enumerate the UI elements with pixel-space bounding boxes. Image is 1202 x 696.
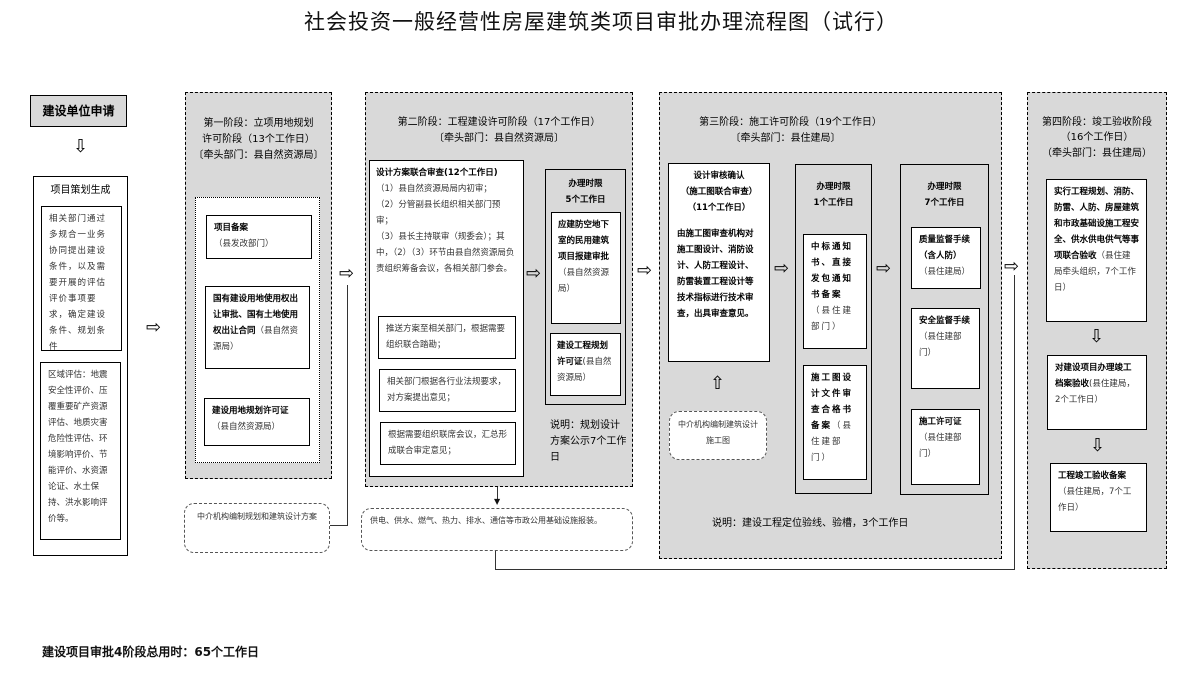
item-title: 施工许可证: [919, 417, 962, 427]
connector-line: [495, 551, 496, 570]
phase-3-item: 施工许可证 （县住建部门）: [911, 409, 980, 485]
review-line: （2）分管副县长组织相关部门预审；: [376, 200, 501, 226]
phase-1-item: 国有建设用地使用权出让审批、国有土地使用权出让合同（县自然资源局）: [205, 286, 310, 369]
right-arrow-icon: ⇨: [637, 260, 653, 281]
right-arrow-icon: ⇨: [339, 263, 355, 284]
right-arrow-icon: ⇨: [876, 258, 892, 279]
item-dept: （县住建局牵头组织，7个工作日）: [1054, 251, 1136, 293]
phase-1-duration: 许可阶段（13个工作日）: [202, 134, 315, 145]
review-days: （11个工作日）: [687, 203, 751, 213]
phase-4-item: 工程竣工验收备案 （县住建局，7个工作日）: [1050, 463, 1147, 532]
connector-line: [495, 569, 1015, 570]
review-step: 相关部门根据各行业法规要求，对方案提出意见；: [379, 369, 516, 412]
right-arrow-icon: ⇨: [774, 258, 790, 279]
phase-3-item: 施工图设计文件审查合格书备案（县住建部门）: [803, 365, 867, 480]
item-dept: (县自然资源局）: [557, 357, 612, 383]
item-title: 质量监督手续（含人防）: [919, 235, 971, 261]
phase-2-dept: 〔牵头部门：县自然资源局〕: [434, 133, 564, 144]
up-arrow-icon: ⇧: [710, 373, 726, 394]
time-limit-title: 办理时限: [927, 182, 962, 192]
phase-4-dept: （牵头部门：县住建局）: [1042, 148, 1152, 159]
phase-3-item: 质量监督手续（含人防） （县住建局）: [911, 227, 981, 289]
item-title: 建设工程规划许可证: [557, 341, 609, 367]
time-limit-days: 5个工作日: [565, 195, 606, 205]
item-dept: （县住建部门）: [919, 433, 962, 459]
down-arrow-icon: ⇩: [1090, 435, 1106, 456]
phase-4-item: 对建设项目办理竣工档案验收(县住建局，2个工作日）: [1047, 355, 1147, 430]
item-title: 建设用地规划许可证: [212, 406, 289, 416]
item-title: 安全监督手续: [919, 316, 971, 326]
item-dept: （县自然资源局）: [212, 422, 281, 432]
down-arrow-icon: ⇩: [73, 136, 89, 157]
review-title: 设计方案联合审查(12个工作日): [376, 168, 498, 178]
planning-conditions: 相关部门通过多规合一业务协同提出建设条件，以及需要开展的评估评价事项要求，确定建…: [41, 206, 122, 352]
item-title: 实行工程规划、消防、防雷、人防、房屋建筑和市政基础设施工程安全、供水供电供气等事…: [1054, 187, 1140, 261]
utilities-application: 供电、供水、燃气、热力、排水、通信等市政公用基础设施报装。: [361, 508, 633, 551]
item-title: 对建设项目办理竣工档案验收: [1055, 363, 1132, 389]
connector-line: [1014, 275, 1015, 570]
item-dept: （县住建部门）: [919, 332, 962, 358]
item-title: 项目备案: [214, 223, 249, 233]
item-title: 工程竣工验收备案: [1058, 471, 1127, 481]
item-title: 国有建设用地使用权出让审批、国有土地使用权出让合同: [213, 294, 299, 336]
item-dept: （县自然资源局）: [558, 268, 610, 294]
time-limit-days: 7个工作日: [924, 198, 965, 208]
right-arrow-icon: ⇨: [526, 263, 542, 284]
phase-2-item: 应建防空地下室的民用建筑项目报建审批 （县自然资源局）: [551, 212, 621, 324]
page-title: 社会投资一般经营性房屋建筑类项目审批办理流程图（试行）: [304, 10, 898, 34]
review-step: 根据需要组织联席会议，汇总形成联合审定意见；: [380, 422, 516, 465]
item-dept: （县自然资源局）: [213, 326, 299, 352]
item-title: 中标通知书、直接发包通知书备案: [811, 242, 854, 300]
phase-1-item: 建设用地规划许可证 （县自然资源局）: [204, 398, 310, 446]
review-title: 设计审核确认: [693, 171, 745, 181]
phase-4-duration: （16个工作日）: [1060, 132, 1134, 143]
agency-construction-drawings: 中介机构编制建筑设计施工图: [669, 411, 767, 460]
time-limit-title: 办理时限: [568, 179, 603, 189]
phase-4-item: 实行工程规划、消防、防雷、人防、房屋建筑和市政基础设施工程安全、供水供电供气等事…: [1046, 179, 1147, 322]
agency-planning-design: 中介机构编制规划和建筑设计方案: [184, 503, 330, 553]
phase-1-dept: 〔牵头部门：县自然资源局〕: [193, 150, 324, 161]
review-line: （3）县长主持联审（规委会）；其中，（2）（3）环节由县自然资源局负责组织筹备会…: [376, 232, 515, 274]
phase-3-item: 中标通知书、直接发包通知书备案 （县住建部门）: [803, 234, 867, 349]
review-line: （1）县自然资源局局内初审；: [376, 184, 492, 194]
phase-3-title: 第三阶段：施工许可阶段（19个工作日）: [699, 117, 882, 128]
item-dept: （县住建部门）: [811, 306, 854, 332]
review-body: 由施工图审查机构对施工图设计、消防设计、人防工程设计、防雷装置工程设计等技术指标…: [677, 229, 754, 319]
item-dept: （县发改部门）: [214, 239, 274, 249]
item-dept: (县住建局，2个工作日）: [1055, 379, 1135, 405]
connector-line: [497, 487, 498, 501]
phase-2-title: 第二阶段：工程建设许可阶段（17个工作日）: [397, 117, 601, 128]
start-box: 建设单位申请: [30, 95, 127, 127]
right-arrow-icon: ⇨: [1004, 256, 1020, 277]
regional-assessment: 区域评估：地震安全性评价、压覆重要矿产资源评估、地质灾害危险性评估、环境影响评价…: [40, 362, 121, 540]
planning-title: 项目策划生成: [50, 185, 111, 196]
item-dept: （县住建局）: [919, 267, 971, 277]
phase-1-item: 项目备案 （县发改部门）: [206, 215, 312, 259]
item-title: 施工图设计文件审查合格书备案: [811, 373, 854, 431]
phase-2-item: 建设工程规划许可证(县自然资源局）: [550, 333, 621, 396]
phase-1-title: 第一阶段：立项用地规划: [203, 118, 314, 129]
connector-line: [330, 525, 348, 526]
total-duration: 建设项目审批4阶段总用时：65个工作日: [42, 645, 260, 659]
phase-3-note: 说明：建设工程定位验线、验槽，3个工作日: [712, 518, 909, 529]
down-arrow-icon: ⇩: [1089, 326, 1105, 347]
item-dept: （县住建部门）: [811, 421, 854, 463]
right-arrow-icon: ⇨: [146, 317, 162, 338]
review-subtitle: （施工图联合审查）: [680, 187, 758, 197]
down-arrowhead-icon: ▼: [494, 497, 501, 506]
connector-line: [347, 285, 348, 526]
design-review-confirmation: 设计审核确认 （施工图联合审查） （11个工作日） 由施工图审查机构对施工图设计…: [668, 163, 770, 362]
phase-3-item: 安全监督手续 （县住建部门）: [911, 308, 980, 389]
time-limit-title: 办理时限: [816, 182, 851, 192]
time-limit-days: 1个工作日: [813, 198, 854, 208]
item-dept: （县住建局，7个工作日）: [1058, 487, 1132, 513]
phase-2-note: 说明：规划设计方案公示7个工作日: [550, 420, 627, 463]
phase-4-title: 第四阶段：竣工验收阶段: [1042, 117, 1152, 128]
review-step: 推送方案至相关部门，根据需要组织联合踏勘；: [378, 316, 516, 359]
phase-3-dept: 〔牵头部门：县住建局〕: [730, 133, 841, 144]
item-title: 应建防空地下室的民用建筑项目报建审批: [558, 220, 610, 262]
